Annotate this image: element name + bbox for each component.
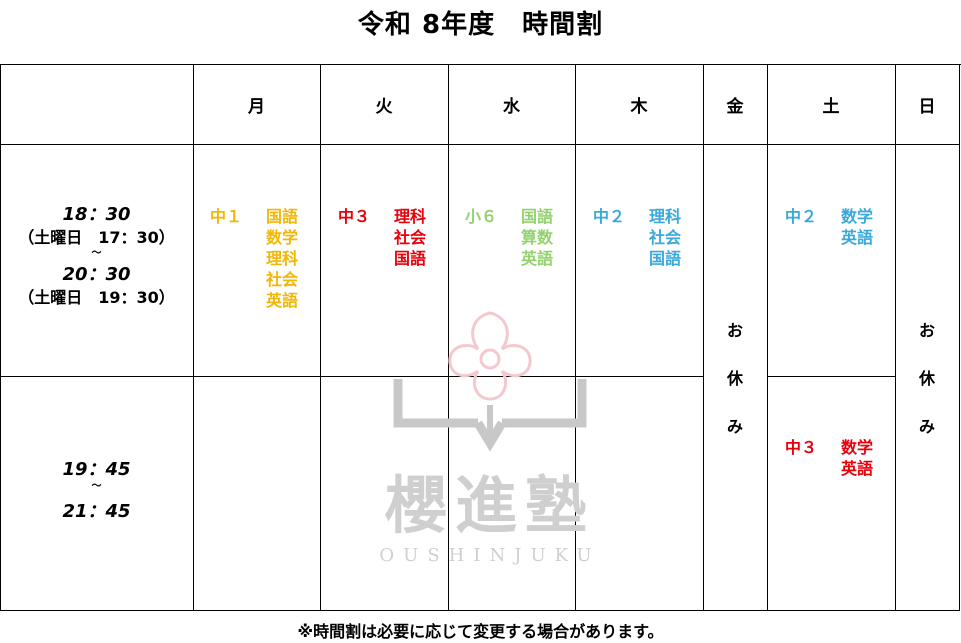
- slot2-tilde: ～: [91, 481, 102, 492]
- slot1-start: 18：30: [62, 204, 131, 225]
- class-sat-1: 中２ 数学英語: [785, 206, 873, 248]
- class-grade: 中３: [338, 207, 371, 226]
- closed-sun: お休み: [895, 307, 959, 451]
- closed-char: 休: [918, 369, 935, 388]
- class-grade: 中３: [785, 438, 818, 457]
- subject: 理科: [649, 207, 682, 226]
- closed-char: お: [918, 321, 935, 340]
- slot1-start-saturday: （土曜日 17：30）: [18, 228, 175, 247]
- grid-line: [959, 65, 960, 611]
- class-subjects: 数学英語: [841, 206, 873, 248]
- grid-line: [703, 65, 704, 611]
- subject: 英語: [841, 228, 874, 247]
- slot1-end: 20：30: [62, 264, 131, 285]
- timetable: 月 火 水 木 金 土 日 18：30 （土曜日 17：30） ～ 20：30 …: [0, 64, 961, 611]
- day-header-sat: 土: [822, 97, 840, 117]
- class-grade: 中２: [785, 207, 818, 226]
- class-subjects: 理科社会国語: [394, 206, 426, 269]
- subject: 数学: [841, 207, 874, 226]
- grid-line: [0, 144, 960, 145]
- class-grade: 中２: [593, 207, 626, 226]
- subject: 社会: [649, 228, 682, 247]
- closed-char: み: [918, 417, 935, 436]
- class-tue: 中３ 理科社会国語: [338, 206, 426, 269]
- day-header-sun: 日: [918, 97, 936, 117]
- class-sat-2: 中３ 数学英語: [785, 437, 873, 479]
- class-mon: 中１ 国語数学理科社会英語: [210, 206, 298, 311]
- subject: 理科: [394, 207, 427, 226]
- slot2-start: 19：45: [62, 459, 131, 480]
- time-slot-2: 19：45 ～ 21：45: [0, 458, 193, 524]
- day-header-tue: 火: [375, 97, 393, 117]
- grid-line: [0, 65, 1, 611]
- subject: 算数: [521, 228, 554, 247]
- grid-line: [320, 65, 321, 611]
- subject: 英語: [266, 291, 299, 310]
- closed-fri: お休み: [703, 307, 767, 451]
- day-header-mon: 月: [248, 97, 265, 117]
- class-subjects: 理科社会国語: [649, 206, 681, 269]
- grid-line: [448, 65, 449, 611]
- class-grade: 中１: [210, 207, 243, 226]
- class-subjects: 数学英語: [841, 437, 873, 479]
- slot2-end: 21：45: [62, 501, 131, 522]
- class-subjects: 国語数学理科社会英語: [266, 206, 298, 311]
- closed-char: 休: [726, 369, 743, 388]
- grid-line: [0, 376, 703, 377]
- closed-char: み: [726, 417, 743, 436]
- grid-line: [895, 65, 896, 611]
- time-slot-1: 18：30 （土曜日 17：30） ～ 20：30 （土曜日 19：30）: [0, 203, 193, 309]
- subject: 理科: [266, 249, 299, 268]
- class-grade: 小６: [465, 207, 498, 226]
- subject: 数学: [266, 228, 299, 247]
- grid-line: [193, 65, 194, 611]
- class-thu: 中２ 理科社会国語: [593, 206, 681, 269]
- grid-line: [0, 610, 960, 611]
- subject: 英語: [521, 249, 554, 268]
- subject: 国語: [521, 207, 554, 226]
- grid-line: [767, 65, 768, 611]
- slot1-end-saturday: （土曜日 19：30）: [18, 288, 175, 307]
- slot1-tilde: ～: [91, 248, 102, 259]
- day-header-fri: 金: [726, 97, 744, 117]
- subject: 数学: [841, 438, 874, 457]
- grid-line: [575, 65, 576, 611]
- closed-char: お: [726, 321, 743, 340]
- class-subjects: 国語算数英語: [521, 206, 553, 269]
- subject: 国語: [649, 249, 682, 268]
- page-title: 令和 8年度 時間割: [357, 10, 604, 40]
- day-header-thu: 木: [630, 97, 648, 117]
- grid-line: [767, 376, 895, 377]
- subject: 社会: [394, 228, 427, 247]
- subject: 英語: [841, 459, 874, 478]
- class-wed: 小６ 国語算数英語: [465, 206, 553, 269]
- subject: 国語: [394, 249, 427, 268]
- subject: 社会: [266, 270, 299, 289]
- subject: 国語: [266, 207, 299, 226]
- day-header-wed: 水: [503, 97, 520, 117]
- footer-note: ※時間割は必要に応じて変更する場合があります。: [297, 622, 664, 641]
